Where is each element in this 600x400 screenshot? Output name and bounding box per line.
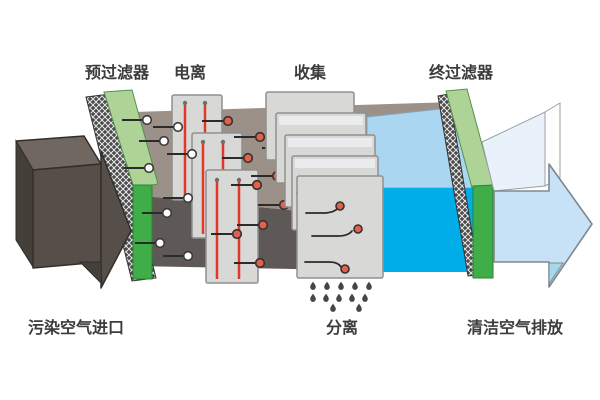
plate-highlight bbox=[288, 138, 372, 147]
exit-arrow-top-face bbox=[481, 111, 546, 192]
pre-filter bbox=[85, 89, 159, 282]
final-filter-frame-front bbox=[472, 184, 494, 279]
pre-filter-frame-front bbox=[132, 184, 153, 280]
final-filter bbox=[437, 88, 494, 279]
stage-labels: 预过滤器 电离 收集 终过滤器 污染空气进口 分离 清洁空气排放 bbox=[28, 63, 564, 337]
collector-plate bbox=[296, 175, 384, 279]
exit-arrow-fold bbox=[548, 262, 564, 286]
label-ionization: 电离 bbox=[174, 63, 206, 82]
clean-air-front-face bbox=[367, 188, 477, 272]
ionizer-plate bbox=[205, 169, 259, 284]
plate-highlight bbox=[295, 159, 375, 168]
label-separation: 分离 bbox=[326, 318, 358, 337]
collection-trajectory bbox=[304, 261, 350, 274]
label-prefilter: 预过滤器 bbox=[85, 63, 150, 82]
separated-droplets bbox=[310, 281, 372, 312]
collection-section bbox=[265, 91, 384, 279]
collection-trajectory bbox=[311, 224, 363, 237]
inlet-arrow-body bbox=[32, 163, 102, 269]
exit-arrow-body bbox=[493, 163, 593, 288]
label-final-filter: 终过滤器 bbox=[429, 63, 494, 82]
inlet-arrow bbox=[15, 135, 132, 289]
label-inlet: 污染空气进口 bbox=[28, 318, 124, 337]
plate-highlight bbox=[279, 116, 363, 125]
label-collection: 收集 bbox=[294, 63, 327, 82]
inlet-arrow-fold bbox=[78, 261, 103, 286]
collection-trajectory bbox=[305, 201, 345, 214]
inlet-arrow-head bbox=[100, 150, 132, 289]
label-outlet: 清洁空气排放 bbox=[467, 318, 564, 337]
exit-arrow bbox=[481, 102, 593, 288]
pre-filter-frame-top bbox=[103, 89, 159, 189]
